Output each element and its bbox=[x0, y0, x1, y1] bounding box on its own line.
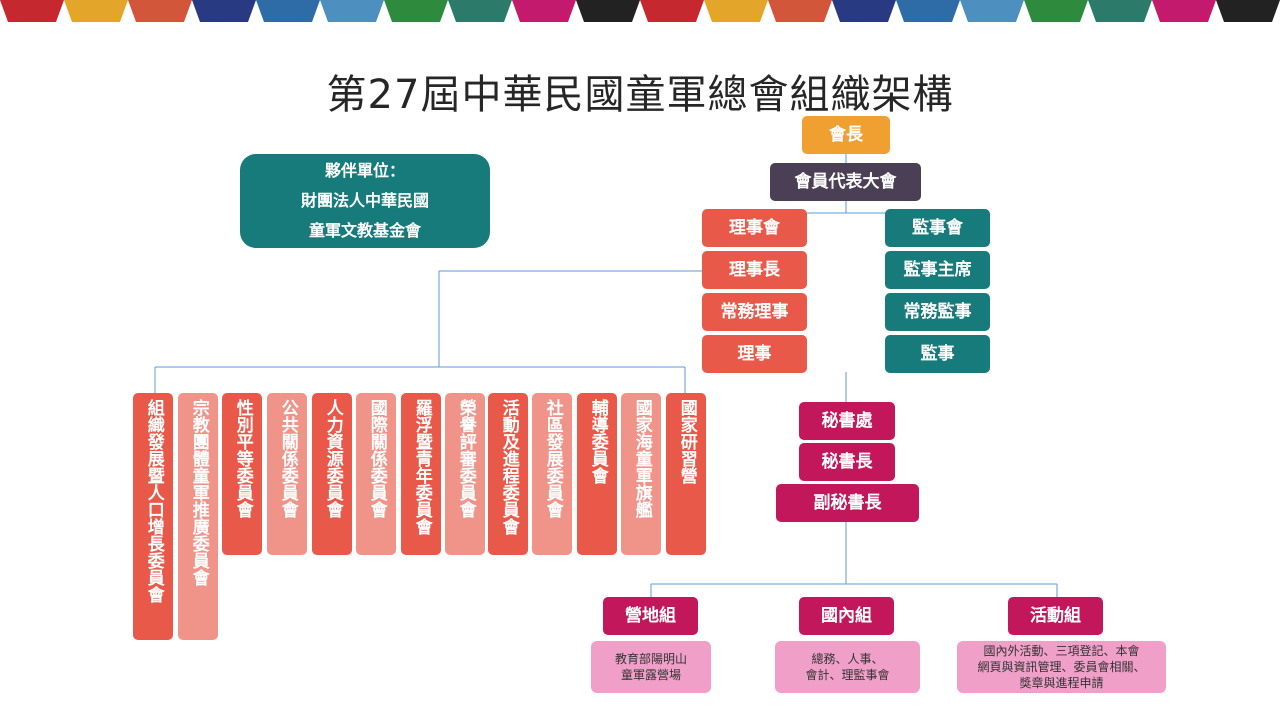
group-detail-line: 獎章與進程申請 bbox=[1019, 676, 1104, 690]
group-detail-box: 總務、人事、 會計、理監事會 bbox=[775, 641, 920, 693]
banner-segment bbox=[896, 0, 960, 22]
group-detail-line: 會計、理監事會 bbox=[805, 668, 890, 682]
banner-segment bbox=[1024, 0, 1088, 22]
partner-box: 夥伴單位： 財團法人中華民國 童軍文教基金會 bbox=[240, 154, 490, 248]
banner-segment bbox=[640, 0, 704, 22]
president-box: 會長 bbox=[802, 116, 890, 154]
standing-supervisors-box: 常務監事 bbox=[885, 293, 990, 331]
standing-directors-box: 常務理事 bbox=[702, 293, 807, 331]
committee-box: 人力資源委員會 bbox=[312, 393, 352, 555]
supervisor-chair-box: 監事主席 bbox=[885, 251, 990, 289]
group-box: 營地組 bbox=[603, 597, 698, 635]
banner-segment bbox=[192, 0, 256, 22]
committee-box: 輔導委員會 bbox=[577, 393, 617, 555]
group-detail-line: 童軍露營場 bbox=[620, 668, 681, 682]
banner-segment bbox=[1216, 0, 1280, 22]
committee-box: 國家研習營 bbox=[666, 393, 706, 555]
committee-box: 榮譽評審委員會 bbox=[445, 393, 485, 555]
committee-box: 宗教團體童軍推廣委員會 bbox=[178, 393, 218, 640]
partner-line-1: 夥伴單位： bbox=[324, 161, 405, 180]
supervisory-board-box: 監事會 bbox=[885, 209, 990, 247]
banner-segment bbox=[64, 0, 128, 22]
board-chair-box: 理事長 bbox=[702, 251, 807, 289]
committee-box: 羅浮暨青年委員會 bbox=[401, 393, 441, 555]
banner-segment bbox=[512, 0, 576, 22]
deputy-secretary-box: 副秘書長 bbox=[776, 484, 919, 522]
banner-segment bbox=[768, 0, 832, 22]
banner-segment bbox=[1088, 0, 1152, 22]
committee-box: 社區發展委員會 bbox=[532, 393, 572, 555]
banner-segment bbox=[256, 0, 320, 22]
group-box: 國內組 bbox=[799, 597, 894, 635]
group-detail-box: 教育部陽明山 童軍露營場 bbox=[591, 641, 711, 693]
partner-line-2: 財團法人中華民國 bbox=[300, 191, 429, 210]
committee-box: 組織發展暨人口增長委員會 bbox=[133, 393, 173, 640]
secretary-general-box: 秘書長 bbox=[799, 443, 895, 481]
committee-box: 國家海童軍旗艦 bbox=[621, 393, 661, 555]
group-detail-line: 總務、人事、 bbox=[811, 652, 884, 666]
partner-line-3: 童軍文教基金會 bbox=[308, 221, 421, 240]
banner-segment bbox=[832, 0, 896, 22]
banner-segment bbox=[128, 0, 192, 22]
banner-segment bbox=[576, 0, 640, 22]
group-detail-line: 國內外活動、三項登記、本會 bbox=[983, 644, 1140, 658]
secretariat-box: 秘書處 bbox=[799, 402, 895, 440]
group-detail-line: 網頁與資訊管理、委員會相關、 bbox=[977, 660, 1146, 674]
banner-segment bbox=[704, 0, 768, 22]
banner-segment bbox=[384, 0, 448, 22]
assembly-box: 會員代表大會 bbox=[770, 163, 921, 201]
group-detail-line: 教育部陽明山 bbox=[614, 652, 687, 666]
banner-segment bbox=[320, 0, 384, 22]
committee-box: 公共關係委員會 bbox=[267, 393, 307, 555]
supervisors-box: 監事 bbox=[885, 335, 990, 373]
page-title: 第27屆中華民國童軍總會組織架構 bbox=[326, 72, 954, 118]
group-box: 活動組 bbox=[1008, 597, 1103, 635]
banner-segment bbox=[0, 0, 64, 22]
board-box: 理事會 bbox=[702, 209, 807, 247]
committee-box: 性別平等委員會 bbox=[222, 393, 262, 555]
banner-segment bbox=[960, 0, 1024, 22]
group-detail-box: 國內外活動、三項登記、本會 網頁與資訊管理、委員會相關、 獎章與進程申請 bbox=[957, 641, 1166, 693]
banner-segment bbox=[448, 0, 512, 22]
committee-box: 活動及進程委員會 bbox=[488, 393, 528, 555]
banner-segment bbox=[1152, 0, 1216, 22]
color-banner bbox=[0, 0, 1280, 22]
directors-box: 理事 bbox=[702, 335, 807, 373]
committee-box: 國際關係委員會 bbox=[356, 393, 396, 555]
